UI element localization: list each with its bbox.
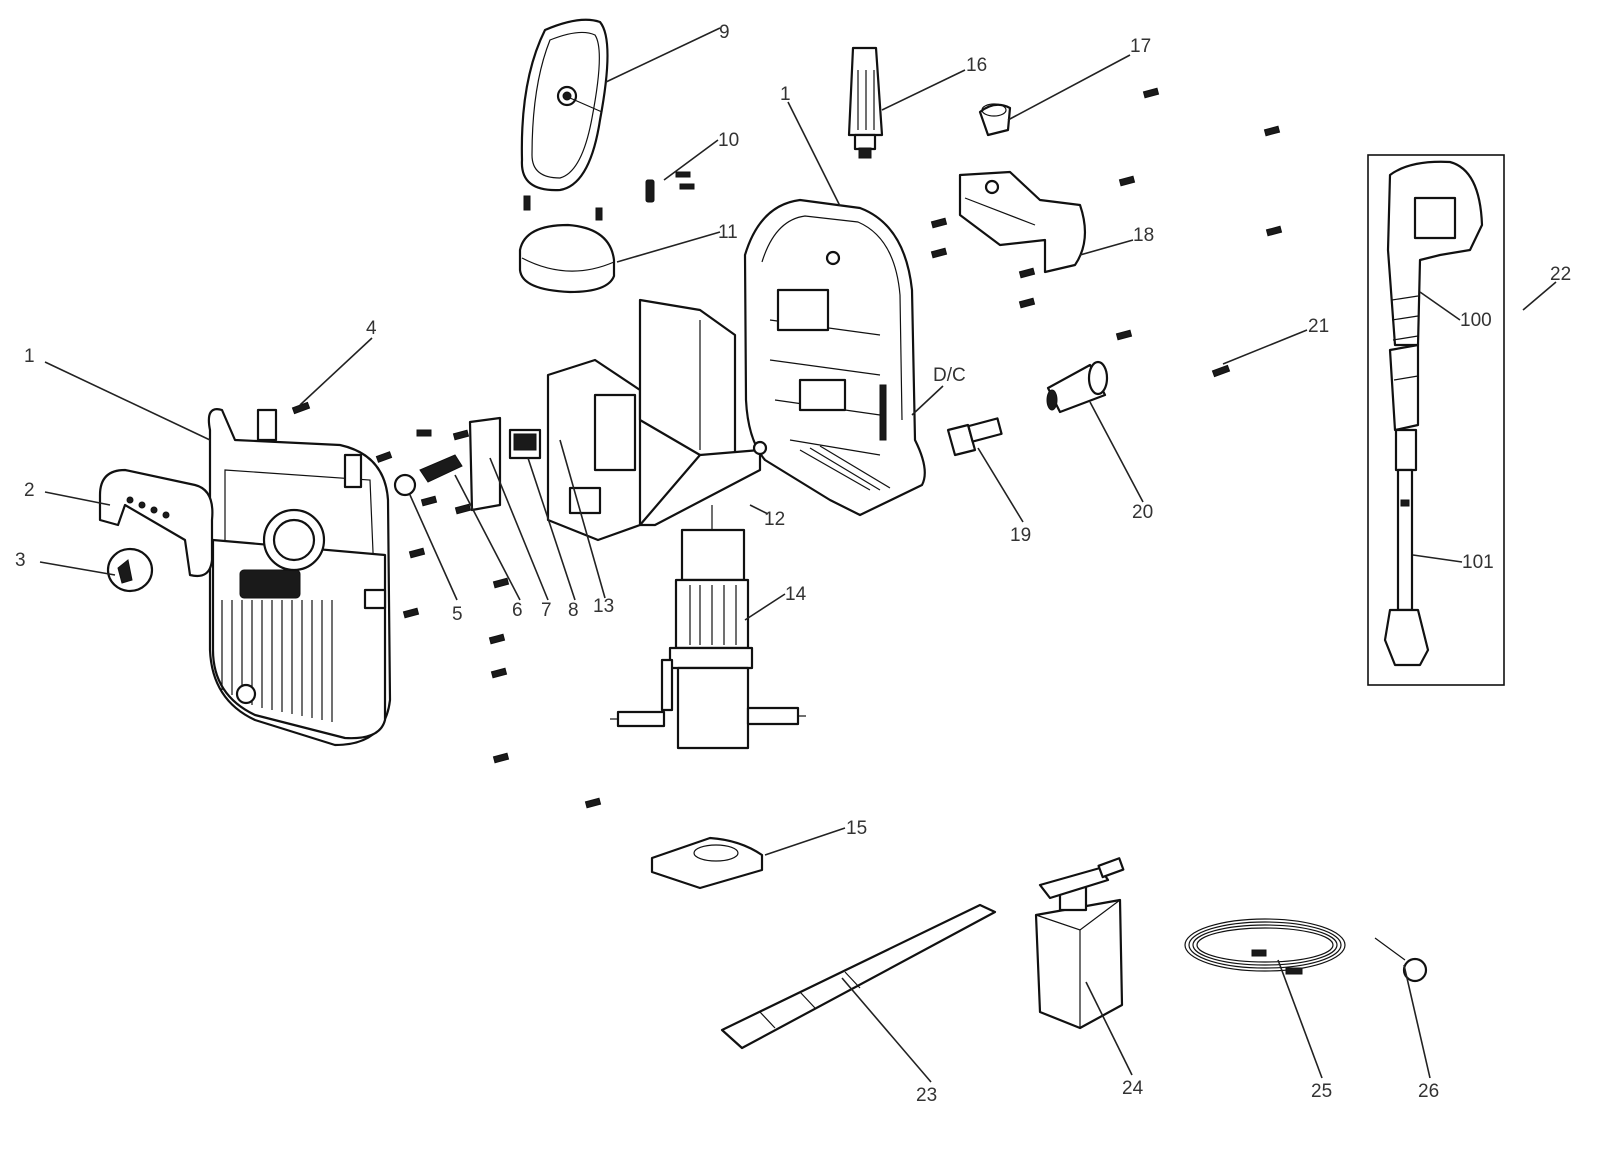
screws (291, 87, 1283, 809)
spray-gun-box (1367, 154, 1505, 686)
label-8: 8 (568, 600, 579, 621)
label-14: 14 (785, 584, 807, 605)
label-7: 7 (541, 600, 552, 621)
label-23: 23 (916, 1085, 937, 1106)
part-clip (645, 171, 695, 203)
label-16: 16 (966, 55, 987, 76)
label-26: 26 (1418, 1081, 1439, 1102)
label-5: 5 (452, 604, 463, 625)
part-hose-reel (520, 18, 609, 192)
part-top-cap (518, 195, 616, 294)
part-bracket (958, 170, 1087, 274)
part-handle (98, 468, 214, 578)
label-17: 17 (1130, 36, 1151, 57)
part-strap (720, 903, 997, 1050)
label-dc: D/C (933, 365, 966, 386)
part-inlet-connector (946, 417, 1003, 457)
label-1-left: 1 (24, 346, 35, 367)
label-101: 101 (1462, 552, 1494, 573)
part-motor-pump (610, 505, 806, 750)
label-15: 15 (846, 818, 867, 839)
part-hose (1184, 918, 1346, 975)
part-spray-gun (1383, 160, 1484, 667)
part-coupler (1046, 360, 1109, 414)
label-13: 13 (593, 596, 614, 617)
part-ring (1374, 937, 1428, 983)
part-front-housing (207, 408, 392, 747)
label-19: 19 (1010, 525, 1031, 546)
part-switch (508, 428, 542, 460)
label-1-right: 1 (780, 84, 791, 105)
callout-labels: 1 2 3 4 5 6 7 8 9 10 11 12 13 14 15 16 1… (15, 22, 1571, 1106)
label-6: 6 (512, 600, 523, 621)
label-20: 20 (1132, 502, 1153, 523)
label-9: 9 (719, 22, 730, 43)
part-plug (978, 103, 1012, 137)
label-22: 22 (1550, 264, 1571, 285)
part-base-pad (650, 836, 764, 890)
label-11: 11 (718, 222, 738, 243)
part-o-ring (393, 473, 417, 497)
label-3: 3 (15, 550, 26, 571)
part-inner-frame (546, 298, 762, 542)
label-12: 12 (764, 509, 785, 530)
part-plate (468, 416, 502, 512)
part-detergent-bottle (1034, 857, 1125, 1030)
label-4: 4 (366, 318, 377, 339)
label-2: 2 (24, 480, 35, 501)
label-21: 21 (1308, 316, 1329, 337)
label-100: 100 (1460, 310, 1492, 331)
label-25: 25 (1311, 1081, 1332, 1102)
part-valve (419, 454, 463, 483)
label-18: 18 (1133, 225, 1154, 246)
leader-lines (39, 27, 1557, 1083)
part-rear-housing (743, 198, 926, 517)
label-10: 10 (718, 130, 739, 151)
label-24: 24 (1122, 1078, 1144, 1099)
part-nozzle (847, 46, 884, 159)
part-knob (106, 547, 154, 593)
